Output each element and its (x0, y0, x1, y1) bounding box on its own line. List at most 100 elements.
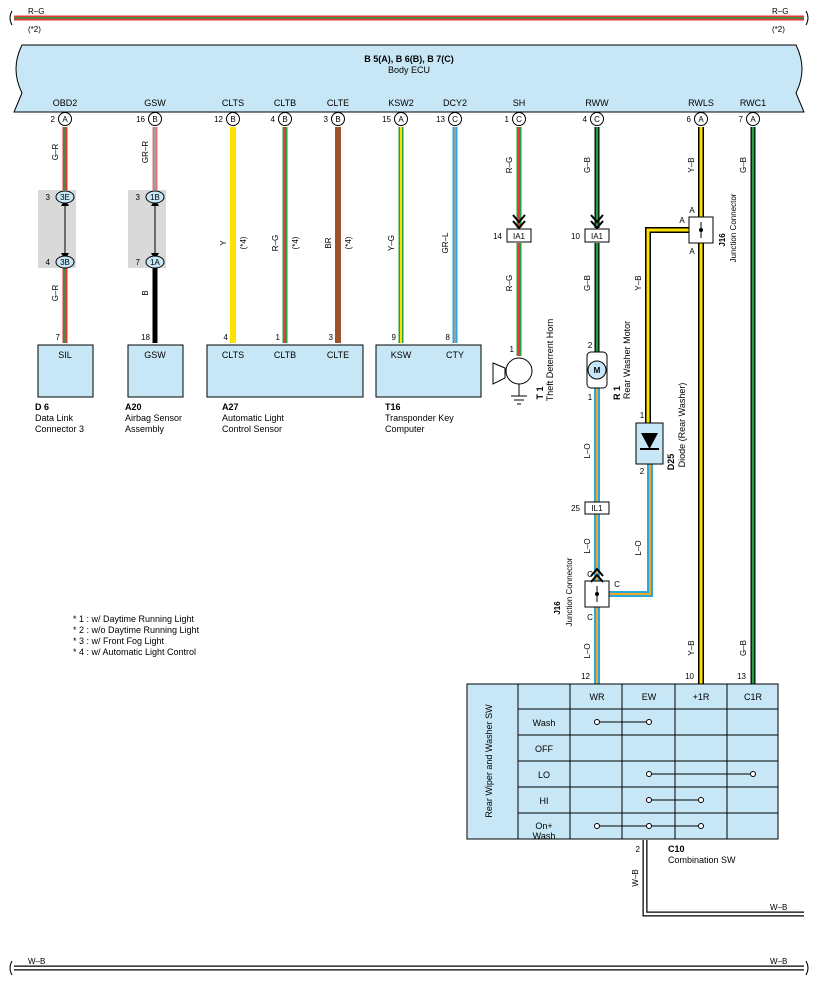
ecu-pin-connector-clte (331, 112, 345, 126)
j16-top-name: Junction Connector (729, 193, 738, 262)
horn-icon (492, 362, 506, 385)
ia1-rww-conn: IA1 (591, 232, 604, 241)
label-clts: Y (219, 240, 228, 246)
a27-name2: Control Sensor (222, 424, 282, 434)
r1-num-bottom: 1 (588, 393, 593, 402)
a20-name1: Airbag Sensor (125, 413, 182, 423)
ecu-pin-conn-clte: B (335, 115, 340, 124)
d25-num-top: 1 (640, 411, 645, 420)
t1-horn: 1 T 1 Theft Deterrent Horn (492, 319, 555, 405)
ecu-pin-name-clte: CLTE (327, 98, 349, 108)
label-obd2-upper: G–R (51, 144, 60, 161)
label-clts-note: (*4) (239, 236, 248, 249)
label-clte-note: (*4) (344, 236, 353, 249)
switch-row-hi: HI (540, 796, 549, 806)
t16-num-cty: 8 (446, 333, 451, 342)
label-rww-upper: G–B (583, 157, 592, 173)
d6-junction: 3E 3B 3 4 (38, 190, 76, 269)
ia1-sh-conn: IA1 (513, 232, 526, 241)
switch-row-wash: Wash (533, 718, 556, 728)
t16-pin-ksw: KSW (391, 350, 412, 360)
switch-pin-1r: 10 (685, 672, 694, 681)
d6-name1: Data Link (35, 413, 74, 423)
ecu-pin-num-gsw: 16 (136, 115, 145, 124)
top-bus-wire-right: R–G (772, 7, 788, 16)
ecu-connectors: B 5(A), B 6(B), B 7(C) (364, 54, 454, 64)
ia1-rww: IA1 10 (571, 214, 610, 243)
ecu-pin-connector-rwls (694, 112, 708, 126)
label-ground-horizontal: W–B (770, 903, 787, 912)
label-dcy2: GR–L (441, 232, 450, 253)
t16-pin-cty: CTY (446, 350, 464, 360)
ecu-pin-num-ksw2: 15 (382, 115, 391, 124)
a20-component: GSW 18 A20 Airbag Sensor Assembly (125, 333, 184, 434)
t16-component: KSW CTY 9 8 T16 Transponder Key Computer (375, 333, 482, 434)
d25-num-bottom: 2 (640, 467, 645, 476)
a27-code: A27 (222, 402, 239, 412)
switch-title: Rear Wiper and Washer SW (484, 704, 494, 818)
ecu-pin-name-cltb: CLTB (274, 98, 296, 108)
ecu-pin-num-clte: 3 (324, 115, 329, 124)
a20-code: A20 (125, 402, 142, 412)
bottom-bus: W–B W–B (9, 957, 809, 976)
a20-upper-pin: 3 (136, 193, 141, 202)
a20-junction: 1B 1A 3 7 (128, 190, 166, 269)
d6-upper-pin: 3 (46, 193, 51, 202)
t16-num-ksw: 9 (392, 333, 397, 342)
ecu-pin-connector-clts (226, 112, 240, 126)
ecu-pin-connector-obd2 (58, 112, 72, 126)
d6-code: D 6 (35, 402, 49, 412)
a27-num-cltb: 1 (276, 333, 281, 342)
note-1: * 1 : w/ Daytime Running Light (73, 614, 195, 624)
label-rwls-lower: Y–B (687, 640, 696, 655)
r1-code: R 1 (612, 386, 622, 400)
j16-top-code: J16 (718, 233, 727, 247)
t1-name: Theft Deterrent Horn (545, 319, 555, 402)
d6-pin-name: SIL (58, 350, 72, 360)
ecu-pin-conn-sh: C (516, 115, 522, 124)
a27-pin-cltb: CLTB (274, 350, 296, 360)
switch-col-wr: WR (590, 692, 605, 702)
bottom-bus-wire-right: W–B (770, 957, 787, 966)
ecu-pin-connector-dcy2 (448, 112, 462, 126)
ecu-pin-connector-sh (512, 112, 526, 126)
label-rwls-diode: Y–B (634, 275, 643, 290)
ecu-pin-connector-rwc1 (746, 112, 760, 126)
a27-name1: Automatic Light (222, 413, 285, 423)
ecu-pin-name-sh: SH (513, 98, 526, 108)
t1-code: T 1 (535, 386, 545, 399)
wire-labels: G–R G–R GR–R B Y (*4) R–G (*4) BR (*4) Y… (51, 141, 787, 912)
ecu-pin-conn-rwc1: A (750, 115, 756, 124)
c10-name: Combination SW (668, 855, 736, 865)
ecu-pin-connector-ksw2 (394, 112, 408, 126)
switch-pin-c1r: 13 (737, 672, 746, 681)
j16-top-pin-left: A (679, 216, 685, 225)
ecu-pin-conn-clts: B (230, 115, 235, 124)
d6-pin-num: 7 (56, 333, 61, 342)
j16-bottom-name: Junction Connector (565, 557, 574, 626)
j16-bottom-code: J16 (553, 601, 562, 615)
ecu-pin-connector-rww (590, 112, 604, 126)
ecu-pin-num-rwc1: 7 (739, 115, 744, 124)
d25-code: D25 (666, 454, 676, 471)
il1-j16-arrow-icon (590, 567, 604, 583)
note-2: * 2 : w/o Daytime Running Light (73, 625, 200, 635)
ecu-pin-conn-cltb: B (282, 115, 287, 124)
j16-top-pin-top: A (689, 206, 695, 215)
wire-diode-out (609, 464, 653, 597)
switch-contacts (594, 719, 756, 829)
t1-pin-num: 1 (510, 345, 515, 354)
ecu-pin-num-obd2: 2 (51, 115, 56, 124)
label-clte: BR (324, 237, 333, 248)
j16-top: A A A J16 Junction Connector (679, 193, 738, 262)
label-rww-lower: G–B (583, 275, 592, 291)
switch-row-lo: LO (538, 770, 550, 780)
top-bus-note-right: (*2) (772, 25, 785, 34)
ecu-pin-name-dcy2: DCY2 (443, 98, 467, 108)
ecu-pin-num-clts: 12 (214, 115, 223, 124)
d6-upper-conn: 3E (60, 193, 70, 202)
a20-lower-pin: 7 (136, 258, 141, 267)
a27-component: CLTS CLTB CLTE 4 1 3 A27 Automatic Light… (206, 333, 364, 434)
switch-col-c1r: C1R (744, 692, 763, 702)
c10-code: C10 (668, 844, 685, 854)
